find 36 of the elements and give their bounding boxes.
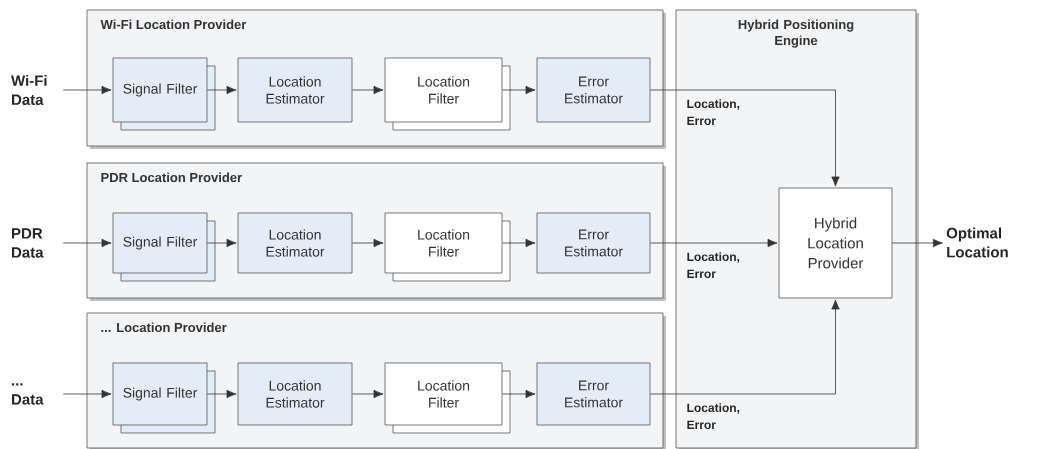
process-box: Location Estimator xyxy=(237,212,353,274)
input-label: ... Data xyxy=(12,383,44,405)
arrow xyxy=(207,85,237,95)
input-label: PDR Data xyxy=(12,228,44,258)
input-label: Wi-Fi Data xyxy=(11,75,47,105)
process-box: Error Estimator xyxy=(536,212,651,274)
arrow xyxy=(352,238,384,248)
output-label: Optimal Location xyxy=(946,227,1008,258)
arrow xyxy=(502,238,536,248)
arrow xyxy=(650,89,840,187)
stacked-process-box: Signal Filter xyxy=(112,362,216,434)
edge-label: Location, Error xyxy=(687,99,740,125)
stacked-process-box: Signal Filter xyxy=(112,212,216,282)
process-box: Location Estimator xyxy=(237,57,353,123)
process-box: Hybrid Location Provider xyxy=(778,187,893,299)
arrow xyxy=(892,238,943,248)
arrow xyxy=(352,85,384,95)
arrow xyxy=(352,389,384,399)
stacked-process-box: Location Filter xyxy=(384,57,511,131)
arrow xyxy=(650,299,840,395)
arrow xyxy=(207,238,237,248)
process-box: Error Estimator xyxy=(536,362,651,426)
arrow xyxy=(207,389,237,399)
stacked-process-box: Signal Filter xyxy=(112,57,216,131)
arrow xyxy=(62,85,112,95)
arrow xyxy=(62,389,112,399)
process-box: Location Estimator xyxy=(237,362,353,426)
edge-label: Location, Error xyxy=(687,252,740,278)
arrow xyxy=(650,238,778,248)
stacked-process-box: Location Filter xyxy=(384,362,511,434)
arrow xyxy=(62,238,112,248)
edge-label: Location, Error xyxy=(687,403,740,429)
process-box: Error Estimator xyxy=(536,57,651,123)
stacked-process-box: Location Filter xyxy=(384,212,511,282)
arrow xyxy=(502,389,536,399)
arrow xyxy=(502,85,536,95)
